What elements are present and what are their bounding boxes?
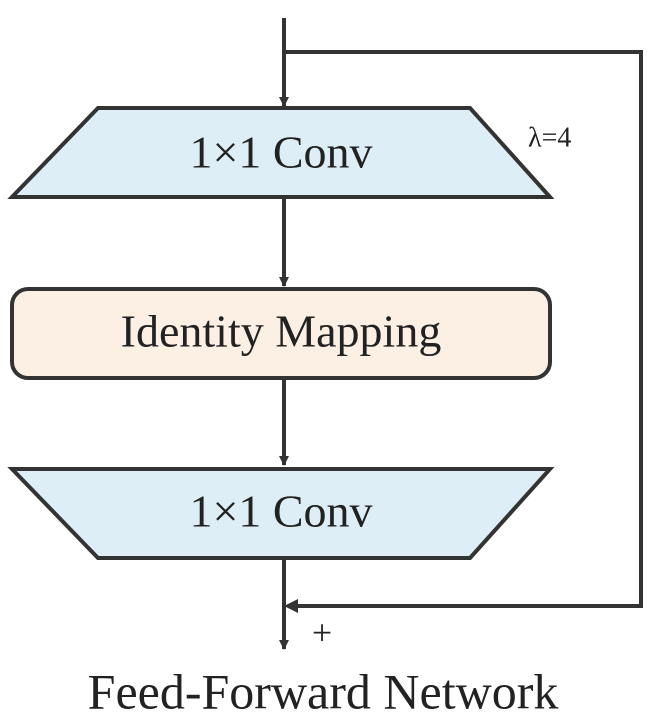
- conv-reduce-label: 1×1 Conv: [189, 486, 372, 537]
- sum-label: +: [312, 612, 332, 652]
- residual-arrowhead: [284, 599, 298, 613]
- identity-mapping-label: Identity Mapping: [121, 306, 442, 357]
- conv-expand-shape: [7, 106, 555, 199]
- identity-mapping-block: Identity Mapping: [10, 287, 552, 380]
- residual-connection-line: [284, 50, 643, 608]
- expansion-ratio-label: λ=4: [528, 122, 571, 153]
- conv-reduce-shape: [7, 467, 555, 560]
- conv-expand-block: 1×1 Conv: [7, 106, 555, 199]
- conv-reduce-block: 1×1 Conv: [7, 467, 555, 560]
- identity-mapping-shape: [10, 287, 552, 380]
- conv-expand-label: 1×1 Conv: [189, 127, 372, 178]
- diagram-caption: Feed-Forward Network: [88, 663, 559, 719]
